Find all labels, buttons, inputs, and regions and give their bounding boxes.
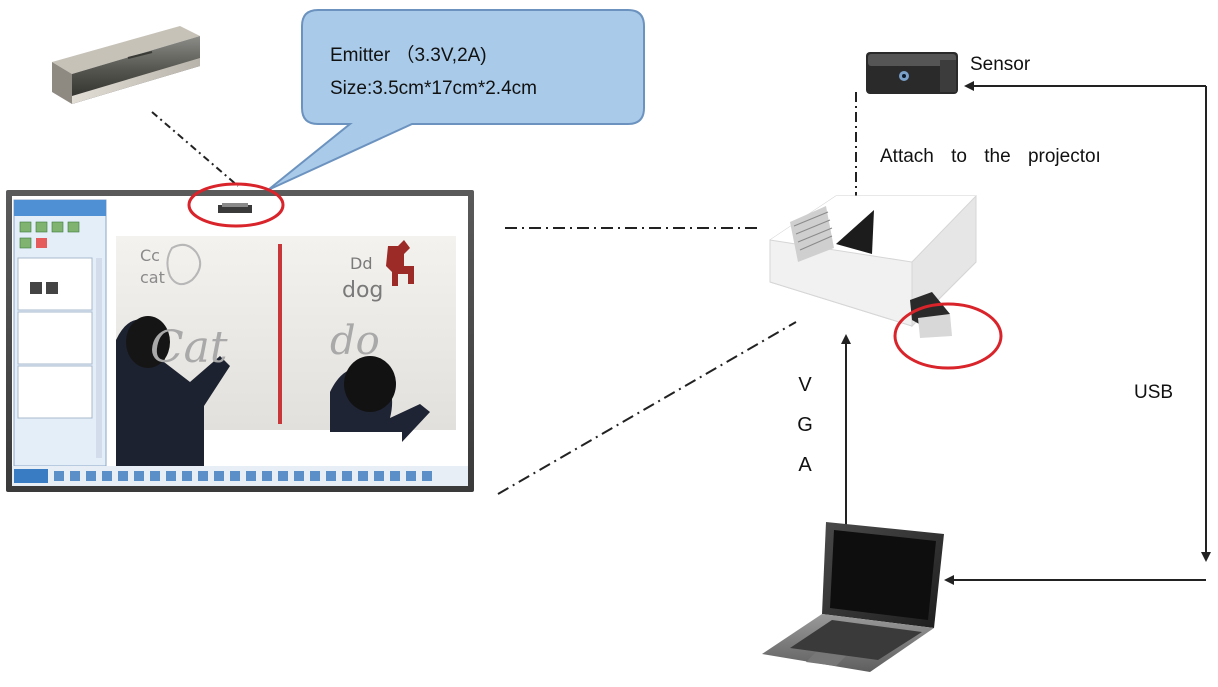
usb-label: USB [1134,382,1174,403]
emitter-highlight-ring [187,182,285,228]
emitter-leader-line [151,111,239,187]
emitter-device-icon [52,26,200,104]
card-left-word: cat [140,268,165,287]
attach-projector-label: Attach to the projectoı [880,146,1101,167]
laptop-icon [762,522,944,672]
card-left-letters: Cc [140,246,160,265]
projector-icon [769,194,977,338]
projection-line-bottom [497,321,797,495]
emitter-callout-bubble [267,9,645,191]
card-right-word: dog [342,278,384,303]
card-right-letters: Dd [350,254,373,273]
sensor-camera-icon [866,52,958,94]
vga-label-a: A [798,454,812,476]
callout-emitter-size: Size:3.5cm*17cm*2.4cm [330,78,537,99]
interactive-whiteboard [6,190,474,492]
handwriting-left: Cat [150,322,228,373]
vga-label-g: G [797,414,813,436]
usb-connection [944,81,1211,585]
vga-label-v: V [798,374,812,396]
callout-emitter-spec: Emitter （3.3V,2A) [330,45,487,66]
sensor-label: Sensor [970,54,1031,75]
sensor-mount-ring [893,302,1003,370]
handwriting-right: do [330,318,380,364]
